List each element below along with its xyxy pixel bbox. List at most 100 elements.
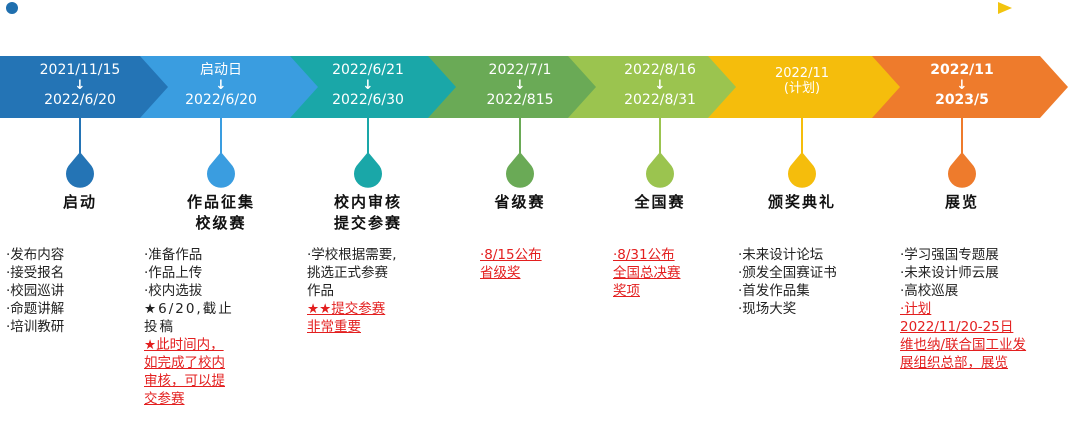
stage-bullet-item: ·接受报名 (6, 265, 65, 281)
stage-bullet-item: ·颁发全国赛证书 (738, 265, 837, 281)
stage-bullet-item: ·命题讲解 (6, 301, 65, 317)
stage-bullet-item: 展组织总部，展览 (900, 355, 1008, 371)
stage-start-date: 2022/11 (774, 66, 829, 81)
stage-bullet-item: 交参赛 (144, 391, 185, 407)
stage-4: 2022/7/1↓2022/815 省级赛 (445, 0, 595, 434)
stage-chevron-1 (0, 56, 193, 118)
stage-bullet-item: 挑选正式参赛 (307, 265, 388, 281)
stage-end-date: 2022/6/30 (332, 92, 404, 108)
stage-bullet-item: ·作品上传 (144, 265, 203, 281)
stage-title: 省级赛 (445, 192, 595, 213)
stage-bullet-item: 全国总决赛 (613, 265, 681, 281)
stage-bullet-item: ·8/15公布 (480, 247, 542, 263)
stage-bullet-list: ·学校根据需要,挑选正式参赛作品★★提交参赛非常重要 (307, 246, 397, 336)
stage-end-date: (计划) (783, 81, 821, 96)
stage-bullet-item: ·学习强国专题展 (900, 247, 999, 263)
stage-title-line: 提交参赛 (333, 214, 402, 232)
location-pin-icon (66, 152, 94, 188)
stage-bullet-item: ★此时间内， (144, 337, 224, 353)
stage-dates: 2022/8/16↓2022/8/31 (585, 62, 735, 109)
stage-bullet-item: ·高校巡展 (900, 283, 959, 299)
arrow-down-icon: ↓ (215, 78, 227, 93)
stage-bullet-item: ·学校根据需要, (307, 247, 397, 263)
stage-bullet-item: 如完成了校内 (144, 355, 225, 371)
location-pin-icon (354, 152, 383, 188)
arrow-down-icon: ↓ (362, 78, 374, 93)
stage-chevron-5 (568, 56, 763, 118)
stage-end-date: 2023/5 (935, 92, 989, 108)
stage-start-date: 2022/11 (930, 62, 994, 78)
stage-5: 2022/8/16↓2022/8/31 全国赛 (585, 0, 735, 434)
stage-bullet-list: ·学习强国专题展 ·未来设计师云展 ·高校巡展 ·计划 2022/11/20-25日维也… (900, 246, 1026, 372)
stage-bullet-list: ·准备作品·作品上传·校内选拔★6/20,截止投稿★此时间内，如完成了校内审核，… (144, 246, 234, 408)
arrow-down-icon: ↓ (514, 78, 526, 93)
stage-title-line: 颁奖典礼 (767, 193, 836, 211)
stage-title-line: 校内审核 (333, 193, 402, 211)
stage-bullet-item: ·8/31公布 (613, 247, 675, 263)
stage-bullet-item: 奖项 (613, 283, 640, 299)
stage-bullet-item: ·计划 (900, 301, 932, 317)
stage-start-date: 启动日 (200, 62, 242, 78)
location-pin-icon (207, 152, 235, 188)
location-pin-icon (646, 152, 674, 188)
stage-start-date: 2022/8/16 (624, 62, 696, 78)
stage-chevron-4 (428, 56, 618, 118)
stage-title: 启动 (5, 192, 155, 213)
stage-bullet-item: ·未来设计论坛 (738, 247, 824, 263)
stage-bullet-item: ·准备作品 (144, 247, 203, 263)
stage-end-date: 2022/6/20 (44, 92, 116, 108)
stage-bullet-item: ·首发作品集 (738, 283, 810, 299)
stage-start-date: 2021/11/15 (39, 62, 121, 78)
stage-bullet-item: 2022/11/20-25日 (900, 319, 1014, 335)
stage-title: 校内审核提交参赛 (293, 192, 443, 234)
stage-dates: 2022/11(计划) (727, 66, 877, 96)
stage-end-date: 2022/8/31 (624, 92, 696, 108)
stage-dates: 2022/7/1↓2022/815 (445, 62, 595, 109)
stage-bullet-list: ·未来设计论坛 ·颁发全国赛证书 ·首发作品集 ·现场大奖 (738, 246, 837, 318)
stage-bullet-item: ·未来设计师云展 (900, 265, 999, 281)
stage-title-line: 全国赛 (634, 193, 686, 211)
stage-bullet-item: ·校园巡讲 (6, 283, 65, 299)
location-pin-icon (506, 152, 534, 188)
stage-bullet-list: ·8/31公布全国总决赛奖项 (613, 246, 681, 300)
arrow-down-icon: ↓ (654, 78, 666, 93)
stage-bullet-item: 作品 (307, 283, 334, 299)
stage-title-line: 校级赛 (195, 214, 247, 232)
stage-title-line: 展览 (944, 193, 979, 211)
stage-bullet-item: ·现场大奖 (738, 301, 797, 317)
stage-start-date: 2022/7/1 (488, 62, 552, 78)
stage-bullet-item: 省级奖 (480, 265, 521, 281)
timeline-end-arrow-icon (998, 2, 1012, 14)
stage-bullet-item: 审核，可以提 (144, 373, 225, 389)
location-pin-icon (948, 152, 976, 188)
stage-chevron-6 (708, 56, 923, 118)
stage-title-line: 启动 (62, 193, 97, 211)
stage-end-date: 2022/815 (486, 92, 554, 108)
stage-bullet-item: ★6/20,截止 (144, 301, 234, 317)
stage-dates: 2021/11/15↓2022/6/20 (5, 62, 155, 109)
stage-bullet-list: ·发布内容 ·接受报名 ·校园巡讲 ·命题讲解 ·培训教研 (6, 246, 64, 336)
stage-title: 作品征集校级赛 (146, 192, 296, 234)
stage-dates: 启动日↓2022/6/20 (146, 62, 296, 109)
stage-title: 展览 (887, 192, 1037, 213)
stage-dates: 2022/6/21↓2022/6/30 (293, 62, 443, 109)
stage-bullet-item: ·培训教研 (6, 319, 65, 335)
stage-title-line: 作品征集 (186, 193, 255, 211)
stage-title-line: 省级赛 (494, 193, 546, 211)
location-pin-icon (788, 152, 817, 188)
stage-chevron-2 (140, 56, 338, 118)
stage-7: 2022/11↓2023/5 展览 (887, 0, 1037, 434)
stage-bullet-list: ·8/15公布省级奖 (480, 246, 542, 282)
stage-bullet-item: 投稿 (144, 319, 175, 335)
stage-dates: 2022/11↓2023/5 (887, 62, 1037, 109)
stage-bullet-item: ·发布内容 (6, 247, 65, 263)
timeline-start-dot (6, 2, 18, 14)
arrow-down-icon: ↓ (74, 78, 86, 93)
stage-end-date: 2022/6/20 (185, 92, 257, 108)
stage-bullet-item: 维也纳/联合国工业发 (900, 337, 1027, 353)
stage-3: 2022/6/21↓2022/6/30 校内审核提交参赛 (293, 0, 443, 434)
stage-bullet-item: ★★提交参赛 (307, 301, 386, 317)
stage-chevron-7 (872, 56, 1068, 118)
stage-1: 2021/11/15↓2022/6/20 启动 (5, 0, 155, 434)
